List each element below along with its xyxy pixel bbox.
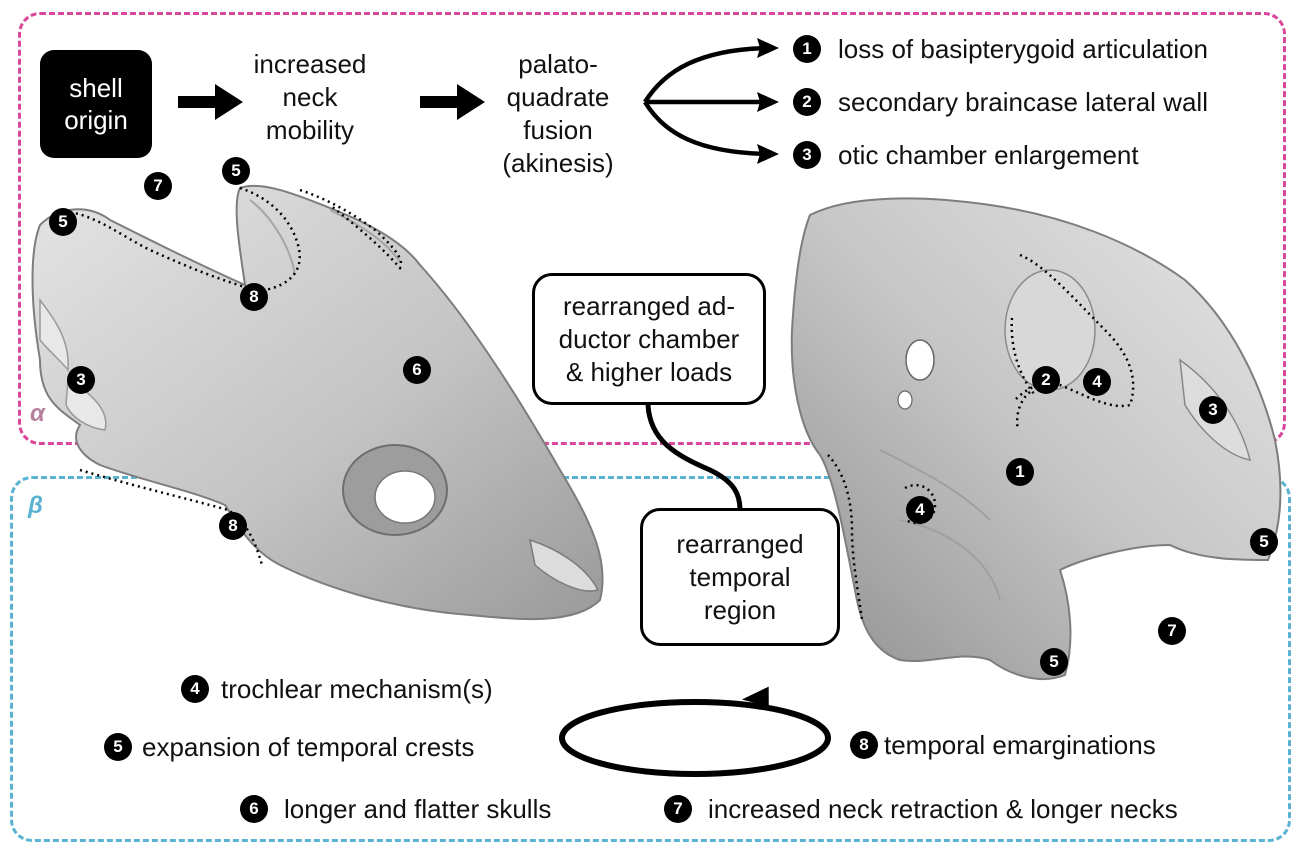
outcome-3-label: otic chamber enlargement	[838, 140, 1139, 170]
cycle-7-label: increased neck retraction & longer necks	[708, 794, 1178, 824]
shell-origin-label: shell origin	[64, 72, 128, 136]
outcome-1-marker: 1	[793, 35, 821, 63]
outcome-3-marker: 3	[793, 141, 821, 169]
outcome-2-label: secondary braincase lateral wall	[838, 87, 1208, 117]
right-marker-5-right: 5	[1250, 528, 1278, 556]
left-marker-5-top: 5	[222, 157, 250, 185]
left-marker-7: 7	[144, 172, 172, 200]
right-marker-5-bottom: 5	[1040, 648, 1068, 676]
cycle-7-marker: 7	[664, 795, 692, 823]
left-marker-8-top: 8	[240, 283, 268, 311]
left-marker-8-bottom: 8	[219, 512, 247, 540]
box-connector	[648, 405, 740, 510]
right-marker-1: 1	[1006, 458, 1034, 486]
branch-arrowheads	[757, 38, 779, 164]
branch-arrows	[645, 48, 765, 154]
left-marker-5-left: 5	[49, 208, 77, 236]
adductor-chamber-box: rearranged ad- ductor chamber & higher l…	[532, 273, 766, 405]
left-skull	[33, 186, 603, 619]
shell-origin-box: shell origin	[40, 50, 152, 158]
cycle-4-marker: 4	[181, 675, 209, 703]
temporal-region-label: rearranged temporal region	[676, 528, 803, 627]
cycle-8-label: temporal emarginations	[884, 730, 1156, 760]
cycle-8-marker: 8	[850, 731, 878, 759]
cycle-6-label: longer and flatter skulls	[284, 794, 551, 824]
outcome-2-marker: 2	[793, 88, 821, 116]
left-marker-6: 6	[403, 356, 431, 384]
adductor-chamber-label: rearranged ad- ductor chamber & higher l…	[559, 290, 740, 389]
left-marker-3: 3	[67, 366, 95, 394]
right-skull	[792, 198, 1281, 679]
cycle-loop	[562, 687, 828, 774]
cycle-5-marker: 5	[104, 733, 132, 761]
right-marker-4-bottom: 4	[906, 496, 934, 524]
neck-mobility-label: increased neck mobility	[240, 48, 380, 147]
cycle-6-marker: 6	[240, 795, 268, 823]
outcome-1-label: loss of basipterygoid articulation	[838, 34, 1208, 64]
right-marker-4-top: 4	[1083, 368, 1111, 396]
palatoquadrate-fusion-label: palato- quadrate fusion (akinesis)	[478, 48, 638, 180]
cycle-5-label: expansion of temporal crests	[142, 732, 474, 762]
right-marker-3: 3	[1199, 396, 1227, 424]
right-marker-7: 7	[1158, 617, 1186, 645]
right-marker-2: 2	[1032, 366, 1060, 394]
temporal-region-box: rearranged temporal region	[640, 508, 840, 646]
cycle-4-label: trochlear mechanism(s)	[221, 674, 493, 704]
